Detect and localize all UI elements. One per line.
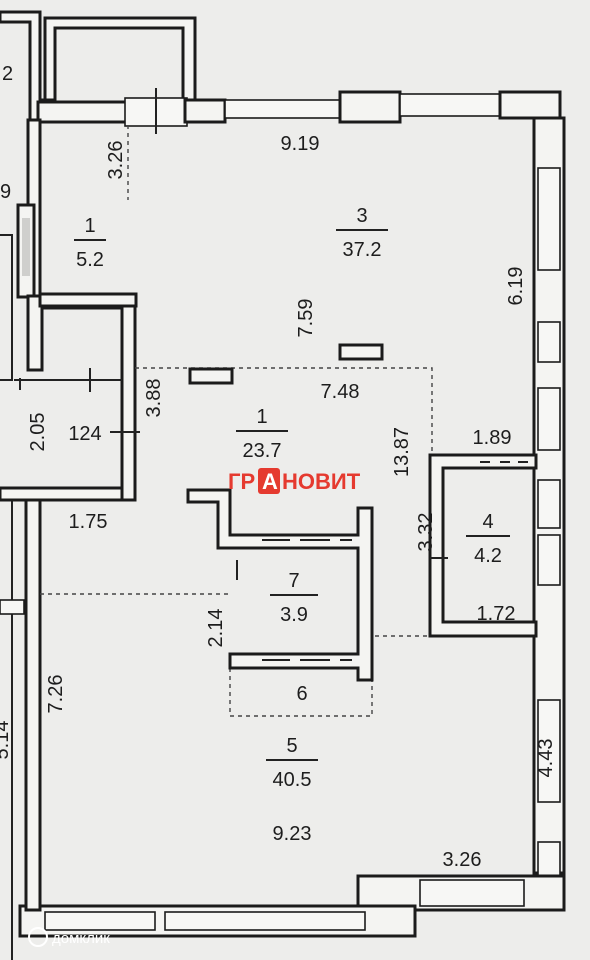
bathroom-walls: [26, 294, 137, 502]
bathroom-inner-line: [14, 378, 122, 390]
dim-bathroom-height: 2.05: [27, 413, 49, 452]
room5-number: 5: [286, 735, 297, 757]
dim-room1-width: 7.48: [321, 381, 360, 403]
window-top-3: [399, 93, 501, 117]
room6-outline: [229, 667, 373, 717]
neighbour-opening: [0, 599, 25, 615]
fixture-1: [338, 343, 384, 361]
top-wall-mid: [183, 98, 227, 124]
window-top-2: [224, 99, 344, 119]
dim-room4-bottom: 1.72: [477, 603, 516, 625]
room3-area: 37.2: [343, 239, 382, 261]
room6-number: 6: [296, 683, 307, 705]
top-right-corner: [498, 90, 562, 120]
dim-room2-height: 3.26: [105, 141, 127, 180]
neighbour-wall-left: [0, 234, 13, 381]
window-right-2: [537, 321, 561, 363]
watermark-suffix: НОВИТ: [282, 469, 361, 494]
window-bottom-2: [164, 911, 366, 931]
window-right-3: [537, 387, 561, 451]
room1-area: 23.7: [243, 440, 282, 462]
neighbour-label-9: 9: [0, 181, 11, 203]
room5-area: 40.5: [273, 769, 312, 791]
dim-room5-height: 7.26: [45, 675, 67, 714]
footer-logo-text: домклик: [52, 930, 110, 947]
watermark-box: [258, 468, 280, 494]
dim-room7-height: 2.14: [205, 609, 227, 648]
room7-number: 7: [288, 570, 299, 592]
room3-number: 3: [356, 205, 367, 227]
room2-area: 5.2: [76, 249, 104, 271]
balcony-wall: [43, 16, 197, 104]
dim-neighbour-lower: 5.14: [0, 721, 13, 760]
watermark-logo: ГР А НОВИТ: [228, 468, 361, 494]
window-bottom-right: [419, 879, 525, 907]
room2-number: 1: [84, 215, 95, 237]
dim-bottom-right: 3.26: [443, 849, 482, 871]
dim-right-lower: 4.43: [535, 739, 557, 778]
footer-logo-icon: [28, 927, 48, 947]
window-right-4: [537, 479, 561, 529]
neighbour-label-2: 2: [2, 63, 13, 85]
window-bottom-1: [44, 911, 156, 931]
top-pier: [338, 90, 402, 124]
room4-number: 4: [482, 511, 493, 533]
dim-room4-top: 1.89: [473, 427, 512, 449]
window-right-5: [537, 534, 561, 586]
dim-bathroom-width: 3.88: [143, 379, 165, 418]
window-right-7: [537, 841, 561, 877]
room2-bottom-wall: [38, 292, 138, 308]
watermark-box-letter: А: [262, 469, 278, 494]
watermark-prefix: ГР: [228, 469, 255, 494]
room7-area: 3.9: [280, 604, 308, 626]
dim-room1-length: 13.87: [391, 427, 413, 477]
shaft-hatch: [22, 218, 30, 276]
dim-top-width: 9.19: [281, 133, 320, 155]
room4-area: 4.2: [474, 545, 502, 567]
window-right-1: [537, 167, 561, 271]
dim-bathroom-area: 124: [68, 423, 101, 445]
dim-room5-width: 9.23: [273, 823, 312, 845]
left-wall-lower: [24, 498, 42, 912]
zone-line-room1-top: [135, 367, 433, 455]
room1-number: 1: [256, 406, 267, 428]
dim-room4-height: 3.32: [415, 513, 437, 552]
dim-room3-height: 7.59: [295, 299, 317, 338]
room7-walls: [186, 488, 374, 682]
bathroom-lower-wall: [0, 486, 124, 502]
dim-corridor-width: 1.75: [69, 511, 108, 533]
window-right-6: [537, 699, 561, 803]
fixture-2: [188, 367, 234, 385]
footer-logo: домклик: [28, 927, 110, 947]
top-wall-left: [36, 100, 140, 124]
dim-right-upper: 6.19: [505, 267, 527, 306]
room4-walls: [428, 453, 538, 638]
